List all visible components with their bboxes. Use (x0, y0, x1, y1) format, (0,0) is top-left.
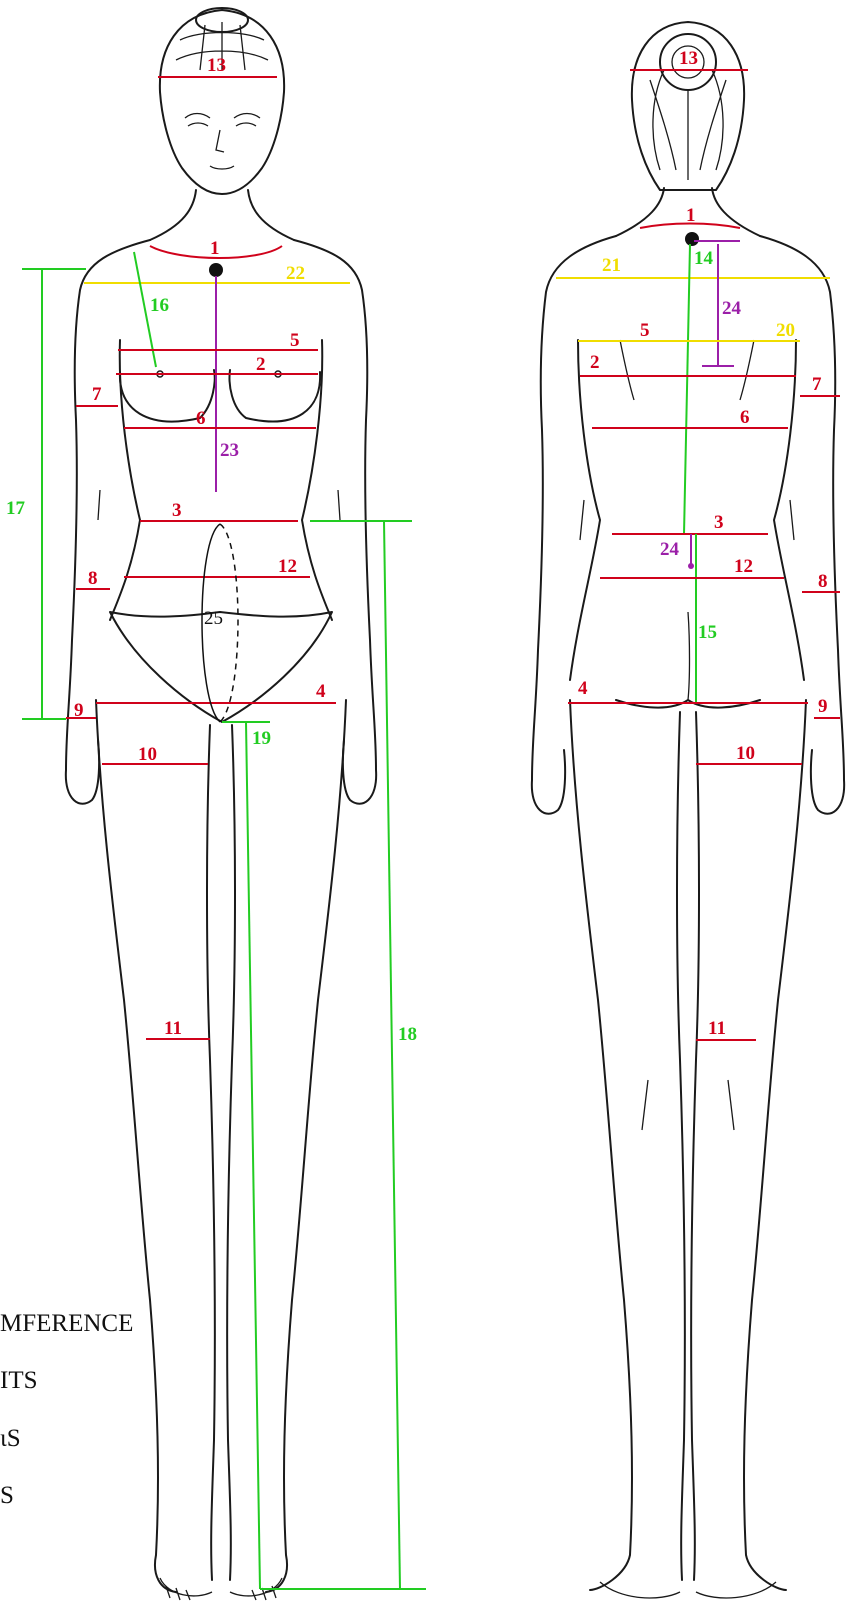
front-label-6: 6 (196, 408, 206, 429)
front-measurements (22, 77, 426, 1589)
back-label-14: 14 (694, 248, 714, 269)
front-measurement-labels: 13 1 22 16 5 2 7 6 23 17 3 12 8 25 4 9 1… (6, 55, 417, 1045)
back-label-12: 12 (734, 556, 753, 577)
front-label-7: 7 (92, 384, 102, 405)
back-measurements (556, 70, 840, 1040)
front-label-9: 9 (74, 700, 84, 721)
back-label-2: 2 (590, 352, 600, 373)
front-label-18: 18 (398, 1024, 417, 1045)
back-label-6: 6 (740, 407, 750, 428)
back-label-21: 21 (602, 255, 621, 276)
front-label-11: 11 (164, 1018, 182, 1039)
back-label-9: 9 (818, 696, 828, 717)
back-label-5: 5 (640, 320, 650, 341)
front-label-25: 25 (204, 608, 223, 629)
legend: MFERENCE ITS ιS S (0, 1310, 133, 1509)
front-label-17: 17 (6, 498, 26, 519)
back-label-20: 20 (776, 320, 795, 341)
back-label-1: 1 (686, 205, 696, 226)
back-label-4: 4 (578, 678, 588, 699)
front-label-19: 19 (252, 728, 271, 749)
back-label-24a: 24 (722, 298, 742, 319)
legend-item-heights: ITS (0, 1367, 38, 1394)
back-label-10: 10 (736, 743, 755, 764)
legend-item-lengths: S (0, 1482, 14, 1509)
back-label-8: 8 (818, 571, 828, 592)
front-label-5: 5 (290, 330, 300, 351)
legend-item-circumference: MFERENCE (0, 1310, 133, 1337)
front-figure (66, 8, 376, 1600)
back-label-15: 15 (698, 622, 717, 643)
back-label-7: 7 (812, 374, 822, 395)
front-label-16: 16 (150, 295, 169, 316)
back-label-24b: 24 (660, 539, 680, 560)
front-label-4: 4 (316, 681, 326, 702)
front-label-13: 13 (207, 55, 226, 76)
front-label-3: 3 (172, 500, 182, 521)
front-label-8: 8 (88, 568, 98, 589)
front-label-12: 12 (278, 556, 297, 577)
back-label-11: 11 (708, 1018, 726, 1039)
front-label-22: 22 (286, 263, 305, 284)
legend-item-widths: ιS (0, 1425, 21, 1452)
back-label-13: 13 (679, 48, 698, 69)
back-label-3: 3 (714, 512, 724, 533)
back-figure (532, 22, 844, 1598)
front-label-23: 23 (220, 440, 239, 461)
front-label-1: 1 (210, 238, 220, 259)
front-label-2: 2 (256, 354, 266, 375)
front-label-10: 10 (138, 744, 157, 765)
